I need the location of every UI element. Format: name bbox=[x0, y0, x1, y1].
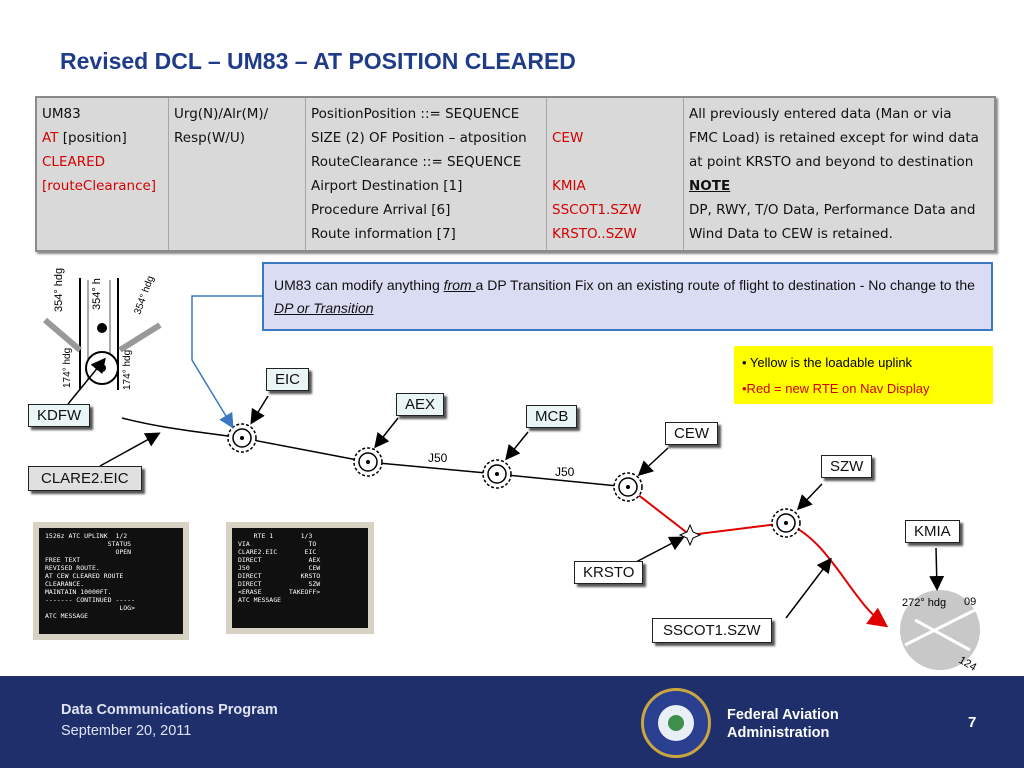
pointer-krsto bbox=[635, 536, 685, 563]
program-name: Data Communications Program bbox=[61, 702, 278, 718]
hdg-label: 272° hdg bbox=[902, 597, 946, 609]
table-cell-notes: All previously entered data (Man or via … bbox=[683, 96, 996, 252]
label-mcb: MCB bbox=[526, 405, 578, 428]
label-cew: CEW bbox=[665, 422, 718, 445]
label-eic: EIC bbox=[266, 368, 310, 391]
pointer-mcb bbox=[505, 431, 529, 461]
presentation-date: September 20, 2011 bbox=[61, 723, 192, 739]
pointer-clare bbox=[99, 432, 161, 467]
label-szw: SZW bbox=[821, 455, 873, 478]
um83-callout: UM83 can modify anything from a DP Trans… bbox=[262, 262, 993, 331]
airway-label: J50 bbox=[428, 451, 448, 465]
legend-yellow: • Yellow is the loadable uplink bbox=[742, 355, 913, 370]
legend-box: • Yellow is the loadable uplink •Red = n… bbox=[734, 346, 993, 404]
arrival-chart-thumbnail: 272° hdg 09 124 bbox=[898, 590, 982, 674]
message-spec-table: UM83 AT [position] CLEARED [routeClearan… bbox=[35, 96, 996, 252]
page-number: 7 bbox=[968, 714, 977, 731]
cdu-route-screen: RTE 1 1/3 VIA TO CLARE2.EIC EIC DIRECT A… bbox=[226, 522, 374, 634]
hdg-label: 09 bbox=[964, 596, 976, 608]
hdg-label: 174° hdg bbox=[62, 348, 73, 388]
fix-cew-icon bbox=[613, 472, 643, 502]
label-clare2-eic: CLARE2.EIC bbox=[28, 466, 142, 491]
table-cell-asn1: PositionPosition ::= SEQUENCE SIZE (2) O… bbox=[305, 96, 547, 252]
table-cell-values: CEW KMIA SSCOT1.SZW KRSTO..SZW bbox=[546, 96, 684, 252]
table-row: UM83 AT [position] CLEARED [routeClearan… bbox=[35, 96, 996, 252]
label-kmia: KMIA bbox=[905, 520, 960, 543]
table-cell-um: UM83 AT [position] CLEARED [routeClearan… bbox=[35, 96, 169, 252]
fix-aex-icon bbox=[353, 447, 383, 477]
fix-szw-icon bbox=[771, 508, 801, 538]
departure-chart-thumbnail: 354° hdg 354° h 354° hdg 174° hdg 174° h… bbox=[38, 268, 168, 392]
callout-connector bbox=[191, 295, 262, 429]
agency-name: Federal Aviation Administration bbox=[727, 707, 839, 741]
fix-eic-icon bbox=[227, 423, 257, 453]
pointer-sscot bbox=[785, 557, 832, 619]
label-sscot1-szw: SSCOT1.SZW bbox=[652, 618, 772, 643]
route-line-existing bbox=[121, 417, 629, 488]
slide-title: Revised DCL – UM83 – AT POSITION CLEARED bbox=[60, 48, 576, 74]
pointer-cew bbox=[637, 447, 669, 477]
pointer-aex bbox=[374, 417, 399, 449]
table-cell-urgency: Urg(N)/Alr(M)/ Resp(W/U) bbox=[168, 96, 306, 252]
pointer-eic bbox=[250, 395, 269, 425]
legend-red: •Red = new RTE on Nav Display bbox=[742, 381, 930, 396]
hdg-label: 354° h bbox=[91, 278, 103, 310]
label-kdfw: KDFW bbox=[28, 404, 91, 427]
pointer-szw bbox=[796, 483, 823, 511]
route-map: 354° hdg 354° h 354° hdg 174° hdg 174° h… bbox=[38, 267, 982, 674]
faa-seal-icon bbox=[641, 688, 711, 758]
fix-mcb-icon bbox=[482, 459, 512, 489]
pointer-kdfw bbox=[67, 357, 106, 405]
hdg-label: 174° hdg bbox=[122, 350, 133, 390]
airway-label: J50 bbox=[555, 465, 575, 479]
label-aex: AEX bbox=[396, 393, 445, 416]
hdg-label: 354° hdg bbox=[53, 268, 65, 312]
pointer-kmia bbox=[929, 547, 945, 591]
cdu-atc-uplink-screen: 1526z ATC UPLINK 1/2 STATUS OPEN FREE TE… bbox=[33, 522, 189, 640]
slide-footer: Data Communications Program September 20… bbox=[0, 676, 1024, 768]
label-krsto: KRSTO bbox=[574, 561, 644, 584]
route-line-new bbox=[627, 486, 889, 628]
waypoint-krsto-icon bbox=[678, 523, 702, 547]
